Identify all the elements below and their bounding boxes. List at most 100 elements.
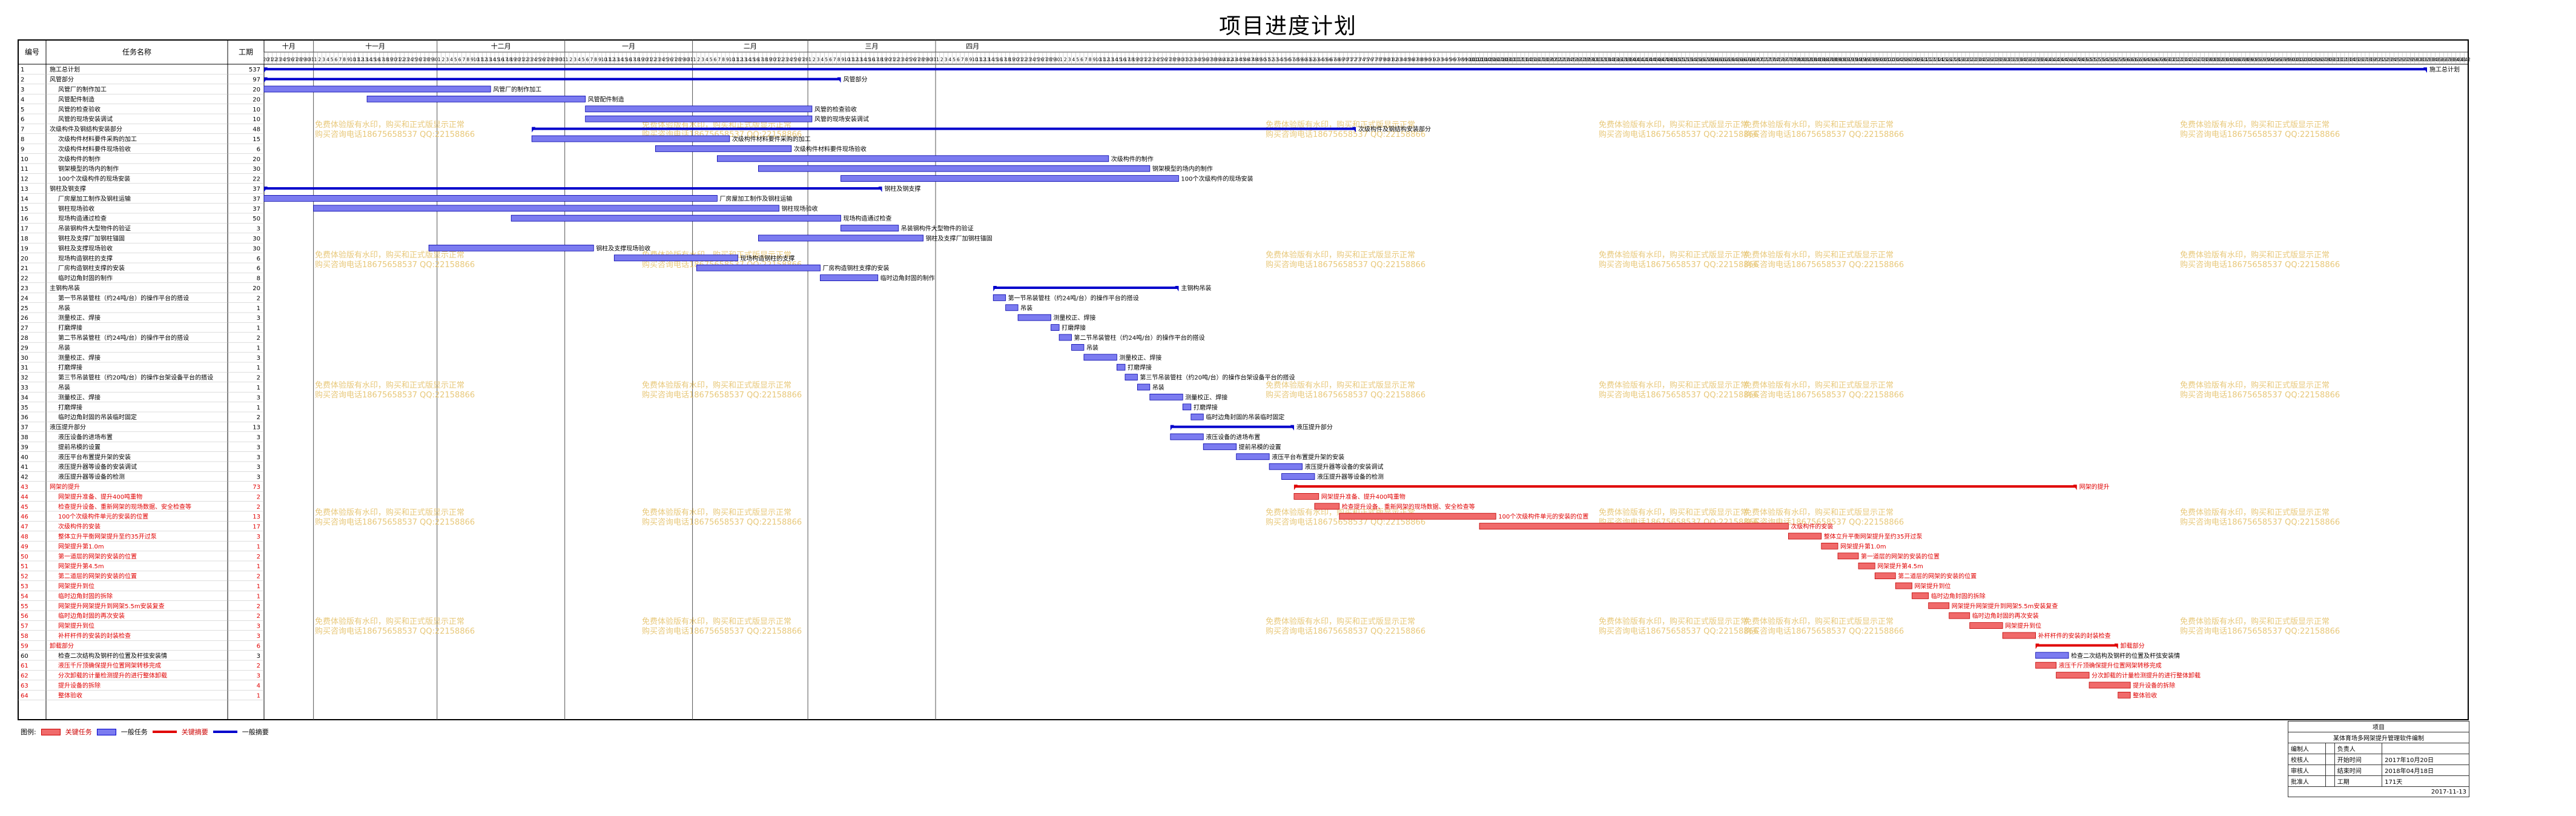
- day-tick-label: 254: [2099, 57, 2109, 62]
- day-tick-label: 21: [267, 57, 273, 62]
- task-bar-label: 第一节吊装管柱（约24吨/台）的操作平台的搭设: [1008, 294, 1139, 302]
- task-name: 第三节吊装管柱（约20吨/台）的操作台架设备平台的搭设: [58, 374, 213, 382]
- day-tick-label: 165: [1732, 57, 1742, 62]
- task-duration: 30: [253, 166, 260, 173]
- day-tick-label: 22: [650, 57, 656, 62]
- task-bar: [510, 214, 841, 222]
- day-tick-label: 163: [1725, 57, 1734, 62]
- day-tick-label: 25: [906, 57, 912, 62]
- day-tick-label: 274: [2182, 57, 2191, 62]
- day-tick-label: 317: [2359, 57, 2368, 62]
- task-duration: 1: [257, 583, 260, 590]
- day-tick-label: 27: [1166, 57, 1172, 62]
- day-tick-label: 54: [1276, 57, 1283, 62]
- day-tick-label: 269: [2161, 57, 2170, 62]
- day-tick-label: 51: [1264, 57, 1270, 62]
- task-duration: 3: [257, 464, 260, 471]
- day-tick-label: 16: [626, 57, 632, 62]
- day-tick-label: 331: [2417, 57, 2426, 62]
- task-duration: 20: [253, 87, 260, 93]
- day-tick-label: 1: [808, 57, 811, 62]
- task-duration: 2: [257, 375, 260, 382]
- task-bar: [1293, 493, 1319, 500]
- task-id: 38: [21, 434, 28, 441]
- task-duration: 3: [257, 444, 260, 451]
- task-bar: [717, 155, 1109, 162]
- watermark-text: 购买咨询电话18675658537 QQ:22158866: [315, 390, 475, 400]
- watermark-text: 购买咨询电话18675658537 QQ:22158866: [315, 517, 475, 527]
- watermark-text: 免费体验版有水印，购买和正式版显示正常: [1266, 250, 1415, 260]
- day-tick-label: 326: [2396, 57, 2405, 62]
- task-bar-label: 现场构造通过检查: [844, 214, 892, 222]
- task-id: 54: [21, 593, 28, 600]
- day-tick-label: 151: [1675, 57, 1684, 62]
- day-tick-label: 26: [288, 57, 294, 62]
- summary-bar: [1293, 485, 2077, 488]
- day-tick-label: 293: [2260, 57, 2269, 62]
- day-tick-label: 108: [1498, 57, 1507, 62]
- day-tick-label: 1: [1060, 57, 1063, 62]
- day-tick-label: 120: [1547, 57, 1556, 62]
- legend-summary-blue-label: 一般摘要: [242, 728, 269, 736]
- day-tick-label: 264: [2141, 57, 2150, 62]
- task-duration: 6: [257, 256, 260, 262]
- task-duration: 6: [257, 265, 260, 272]
- day-tick-label: 13: [362, 57, 368, 62]
- day-tick-label: 48: [1252, 57, 1258, 62]
- day-tick-label: 96: [1450, 57, 1456, 62]
- day-tick-label: 321: [2376, 57, 2385, 62]
- day-tick-label: 105: [1485, 57, 1494, 62]
- day-tick-label: 241: [2046, 57, 2055, 62]
- day-tick-label: 66: [1326, 57, 1332, 62]
- task-bar-label: 网架提升到位: [1914, 582, 1950, 590]
- info-cell: 171天: [2382, 775, 2469, 787]
- day-tick-label: 288: [2239, 57, 2248, 62]
- task-bar: [1969, 622, 2003, 629]
- task-id: 61: [21, 663, 28, 669]
- task-bar-label: 第一道层的网架的安装的位置: [1861, 552, 1940, 560]
- day-tick-label: 20: [885, 57, 891, 62]
- task-bar: [1788, 532, 1822, 540]
- day-tick-label: 90: [1425, 57, 1431, 62]
- day-tick-label: 173: [1766, 57, 1775, 62]
- day-tick-label: 16: [498, 57, 504, 62]
- day-tick-label: 333: [2425, 57, 2434, 62]
- task-bar-label: 现场构造钢柱的支撑: [740, 254, 794, 262]
- day-tick-label: 259: [2120, 57, 2129, 62]
- task-bar-label: 测量校正、焊接: [1119, 354, 1161, 362]
- day-tick-label: 126: [1572, 57, 1581, 62]
- day-tick-label: 214: [1935, 57, 1944, 62]
- day-tick-label: 323: [2383, 57, 2393, 62]
- task-duration: 2: [257, 504, 260, 511]
- task-bar-label: 补杆杆件的安装的封装检查: [2038, 632, 2111, 640]
- day-tick-label: 230: [2000, 57, 2009, 62]
- day-tick-label: 40: [1219, 57, 1225, 62]
- day-tick-label: 4: [948, 57, 951, 62]
- task-bar-label: 钢柱现场验收: [781, 205, 817, 213]
- task-bar-label: 钢柱及支撑现场验收: [596, 244, 650, 252]
- day-tick-label: 17: [873, 57, 879, 62]
- task-name: 施工总计划: [50, 65, 80, 73]
- watermark-text: 购买咨询电话18675658537 QQ:22158866: [315, 130, 475, 139]
- day-tick-label: 97: [1454, 57, 1460, 62]
- summary-bar: [264, 68, 2427, 71]
- day-tick-label: 128: [1580, 57, 1589, 62]
- task-name: 厂房构造钢柱支撑的安装: [58, 264, 125, 272]
- day-tick-label: 311: [2334, 57, 2343, 62]
- task-id: 12: [21, 176, 28, 183]
- day-tick-label: 109: [1502, 57, 1511, 62]
- day-tick-label: 24: [280, 57, 286, 62]
- day-tick-label: 20: [263, 57, 269, 62]
- day-tick-label: 313: [2342, 57, 2351, 62]
- task-id: 34: [21, 394, 28, 401]
- day-tick-label: 197: [1864, 57, 1874, 62]
- day-tick-label: 34: [1194, 57, 1200, 62]
- task-bar: [2002, 632, 2036, 639]
- day-tick-label: 188: [1828, 57, 1837, 62]
- day-tick-label: 29: [300, 57, 306, 62]
- day-tick-label: 24: [787, 57, 793, 62]
- day-tick-label: 225: [1980, 57, 1989, 62]
- task-id: 63: [21, 683, 28, 689]
- month-label: 四月: [966, 42, 979, 50]
- task-name: 第二道层的网架的安装的位置: [58, 572, 137, 580]
